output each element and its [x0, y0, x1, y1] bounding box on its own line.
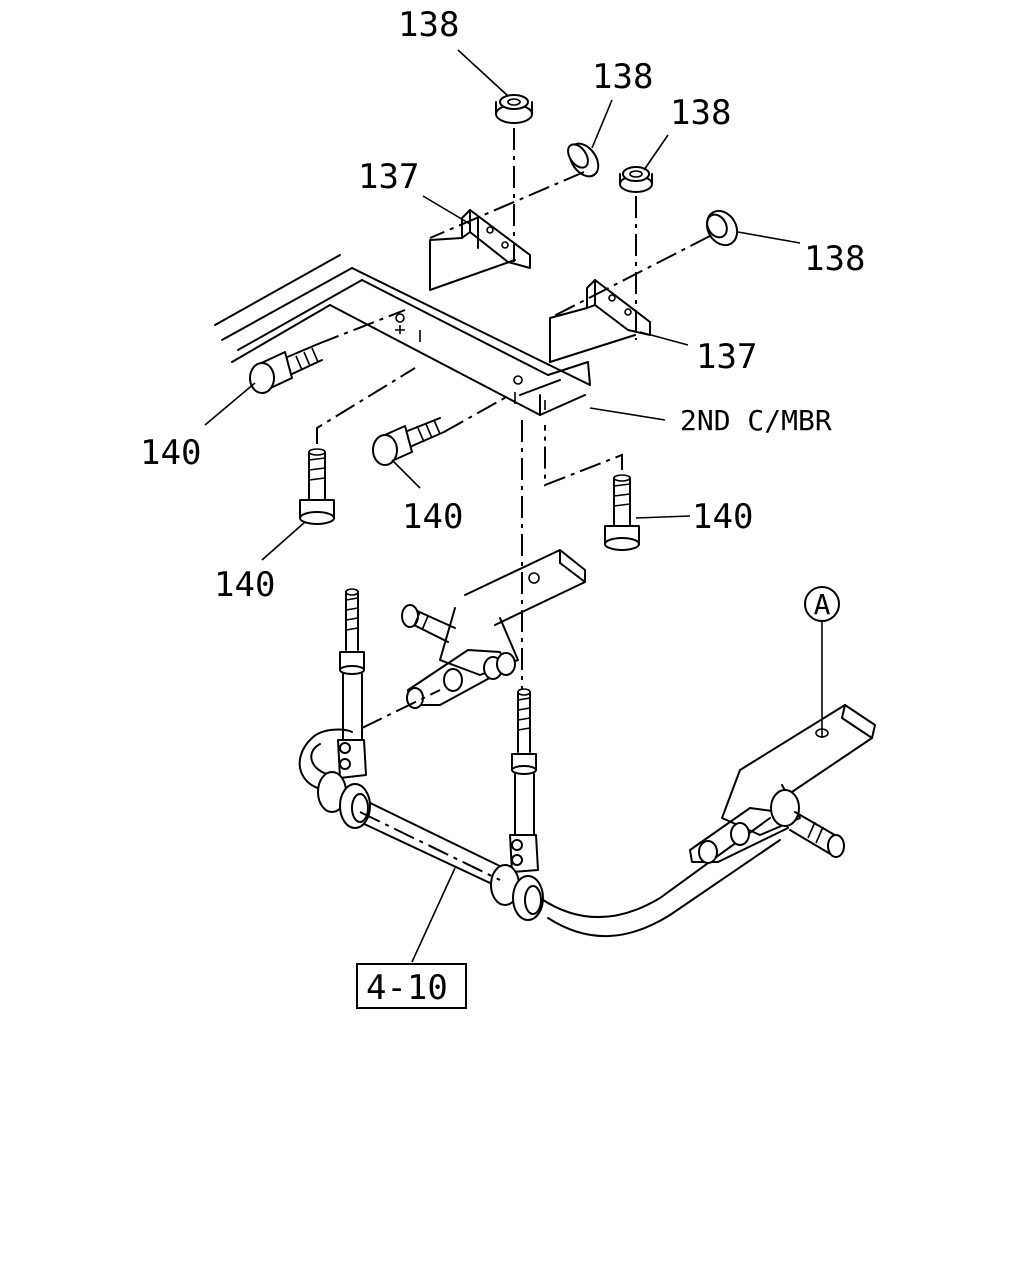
- callout-nut-right: 138: [804, 239, 865, 279]
- leader-lines: [204, 49, 823, 963]
- bracket-right: [549, 279, 651, 363]
- callout-cross-member: 2ND C/MBR: [680, 404, 832, 437]
- callout-bracket-left: 137: [358, 157, 419, 197]
- callout-bolt-center-horizontal: 140: [402, 497, 463, 537]
- bolt-left-horizontal: [249, 343, 323, 394]
- stabilizer-link-left: [337, 588, 367, 779]
- left-spring-bracket: [401, 549, 586, 709]
- nut-top-mid: [567, 142, 600, 178]
- stabilizer-bar: [298, 689, 781, 937]
- assembly-centerlines: [316, 128, 711, 690]
- callout-nut-top-left: 138: [398, 5, 459, 45]
- callout-bolt-left-vertical: 140: [214, 565, 275, 605]
- callout-stabilizer-ref: 4-10: [366, 968, 448, 1008]
- nut-right: [705, 209, 739, 247]
- frame-rail: [214, 254, 363, 363]
- bolt-right-vertical: [604, 474, 640, 551]
- nut-top-right: [619, 166, 653, 193]
- stabilizer-link-right: [509, 688, 539, 873]
- bolt-center-horizontal: [372, 417, 445, 466]
- right-spring-bracket: [689, 704, 876, 864]
- view-ref-circle: [804, 586, 840, 622]
- callout-bolt-right-vertical: 140: [692, 497, 753, 537]
- bolt-left-vertical: [299, 448, 335, 525]
- callout-bracket-right: 137: [696, 337, 757, 377]
- callout-bolt-left-horizontal: 140: [140, 433, 201, 473]
- second-cross-member: [329, 267, 591, 416]
- callout-view-ref: A: [814, 588, 831, 621]
- callout-nut-top-mid: 138: [592, 57, 653, 97]
- callout-nut-top-right: 138: [670, 93, 731, 133]
- bracket-left: [429, 209, 531, 291]
- nut-top-left: [495, 94, 533, 124]
- stabilizer-ref-box: [356, 963, 467, 1009]
